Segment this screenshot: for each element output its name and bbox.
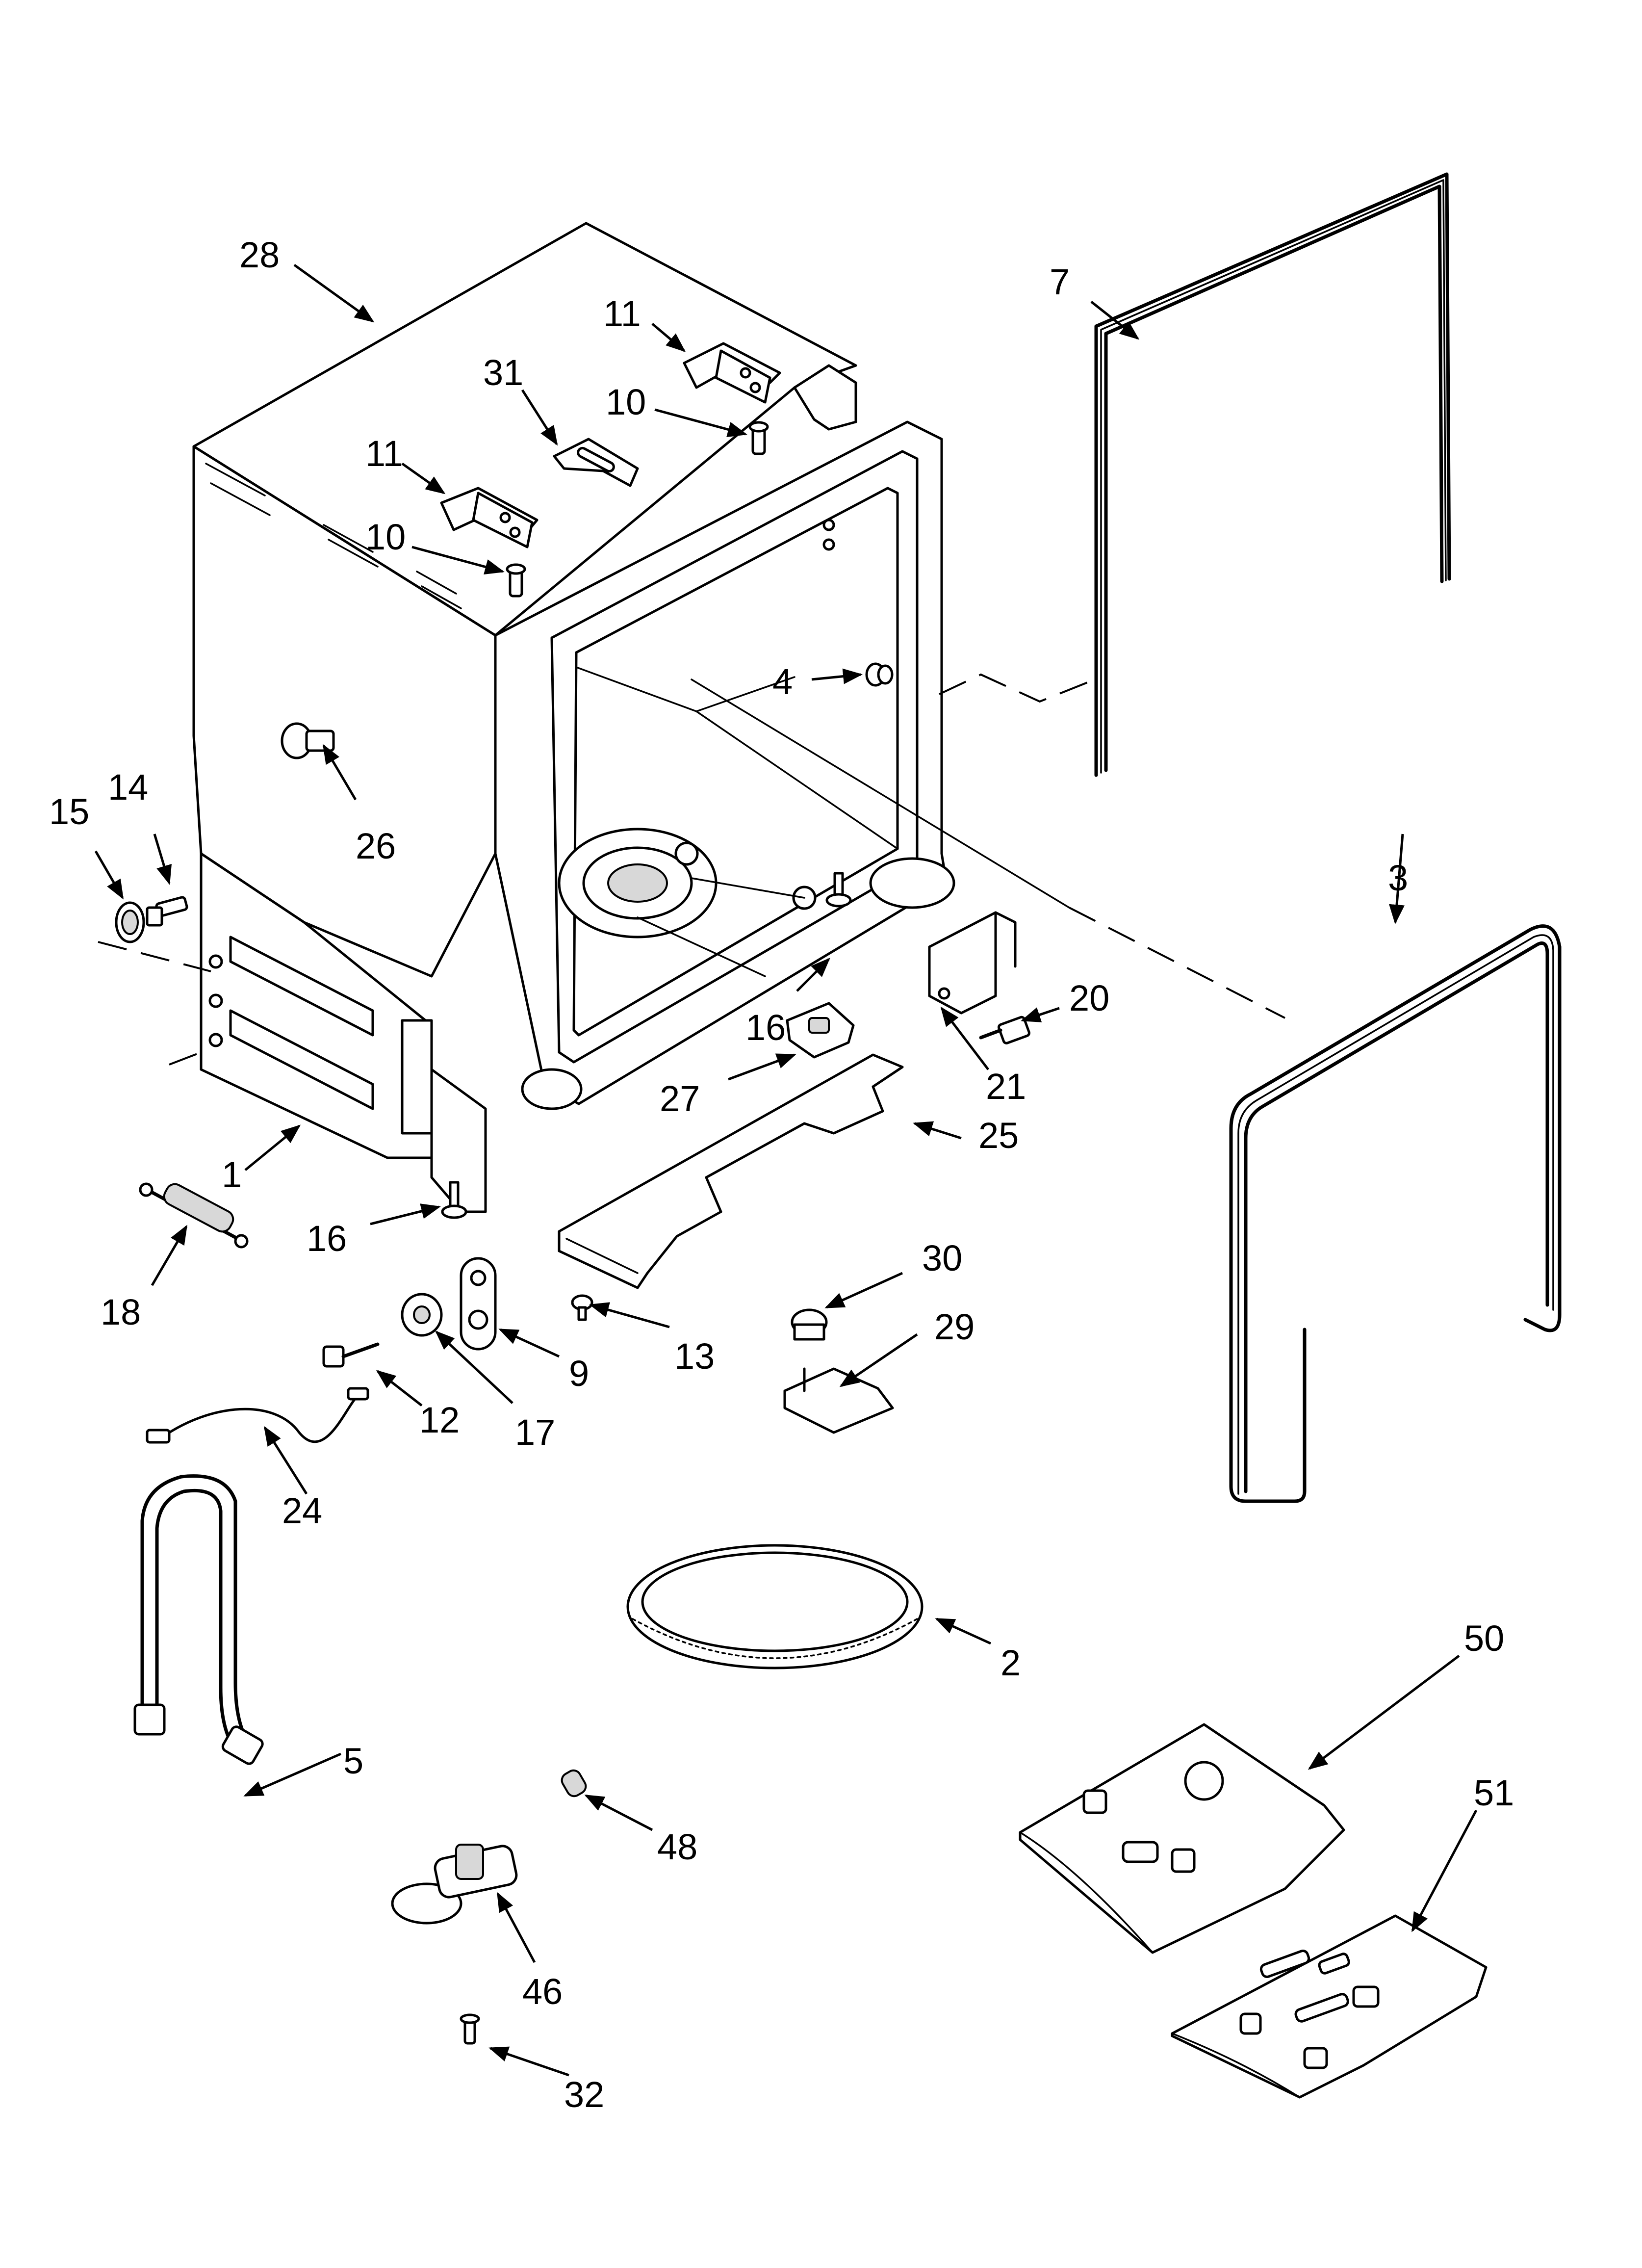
door-gasket-7	[1094, 172, 1451, 777]
callout-12: 12	[419, 1400, 460, 1440]
nut-15	[115, 901, 145, 943]
leveling-leader-a	[98, 941, 211, 972]
switch-30	[791, 1308, 828, 1341]
tub-assembly	[192, 222, 1070, 1213]
callout-9: 9	[569, 1353, 589, 1394]
clip-27	[786, 1002, 855, 1059]
plug-26	[281, 722, 335, 759]
callout-3: 3	[1388, 858, 1408, 898]
screw-20	[979, 1016, 1030, 1044]
hose-5	[133, 1474, 264, 1765]
leveling-leader-b	[169, 1051, 202, 1066]
callout-arrows	[94, 263, 1478, 2077]
callout-4: 4	[772, 661, 793, 702]
callout-14: 14	[108, 767, 148, 808]
callout-10-lower: 10	[365, 517, 406, 557]
bracket-9	[460, 1257, 497, 1351]
callout-11-lower: 11	[365, 433, 403, 474]
ground-wire-24	[146, 1387, 369, 1444]
callout-46: 46	[522, 1971, 563, 2012]
callout-1: 1	[222, 1154, 242, 1195]
callout-48: 48	[657, 1826, 697, 1867]
screw-32	[460, 2013, 480, 2045]
bracket-21	[928, 911, 1017, 1015]
callout-29: 29	[934, 1306, 975, 1347]
callout-5: 5	[343, 1741, 363, 1781]
hardware-bag-50	[1019, 1723, 1345, 1954]
callout-11-upper: 11	[603, 293, 641, 334]
callout-15: 15	[49, 791, 89, 832]
gasket-3-leader	[1069, 907, 1285, 1019]
callout-2: 2	[1001, 1642, 1021, 1683]
plug-4	[865, 662, 894, 687]
bracket-31	[553, 438, 639, 487]
screw-10-upper	[748, 421, 769, 455]
callout-31: 31	[483, 352, 523, 393]
ring-gasket-2	[626, 1544, 924, 1669]
mounting-bracket-11-lower	[440, 487, 539, 548]
callout-18: 18	[101, 1292, 141, 1332]
bolt-14	[146, 896, 188, 927]
panel-25	[558, 1053, 904, 1289]
bracket-46	[391, 1844, 518, 1925]
screw-13	[571, 1294, 593, 1321]
callout-7: 7	[1050, 261, 1070, 302]
tub-gasket-3	[1229, 924, 1562, 1503]
spring-18	[139, 1182, 249, 1249]
callout-26: 26	[356, 826, 396, 866]
callout-24: 24	[282, 1490, 322, 1531]
callout-labels: 28 7 11 31 10 11 10 4 26 15 14 3 16 20 2…	[49, 235, 1514, 2115]
callout-17: 17	[515, 1412, 555, 1453]
callout-21: 21	[986, 1066, 1026, 1107]
spring-48	[561, 1769, 587, 1798]
roller-17	[401, 1293, 443, 1337]
screw-12	[322, 1342, 380, 1368]
callout-27: 27	[660, 1078, 700, 1119]
callout-13: 13	[674, 1336, 715, 1377]
screw-10-lower	[506, 563, 526, 598]
callout-16-upper: 16	[745, 1007, 786, 1048]
bracket-29	[783, 1367, 894, 1434]
leveling-leg-16-upper	[825, 872, 852, 908]
callout-50: 50	[1464, 1618, 1504, 1659]
mounting-bracket-11-upper	[683, 342, 781, 404]
callout-16-lower: 16	[307, 1218, 347, 1259]
callout-30: 30	[922, 1238, 962, 1278]
callout-25: 25	[978, 1115, 1019, 1156]
leveling-leg-16-lower	[441, 1181, 467, 1219]
callout-28: 28	[239, 235, 280, 275]
callout-10-upper: 10	[606, 382, 646, 422]
callout-20: 20	[1069, 978, 1109, 1018]
callout-32: 32	[564, 2074, 604, 2115]
hardware-bag-51	[1171, 1914, 1488, 2099]
callout-51: 51	[1474, 1773, 1514, 1813]
gasket-7-leader	[939, 673, 1089, 703]
